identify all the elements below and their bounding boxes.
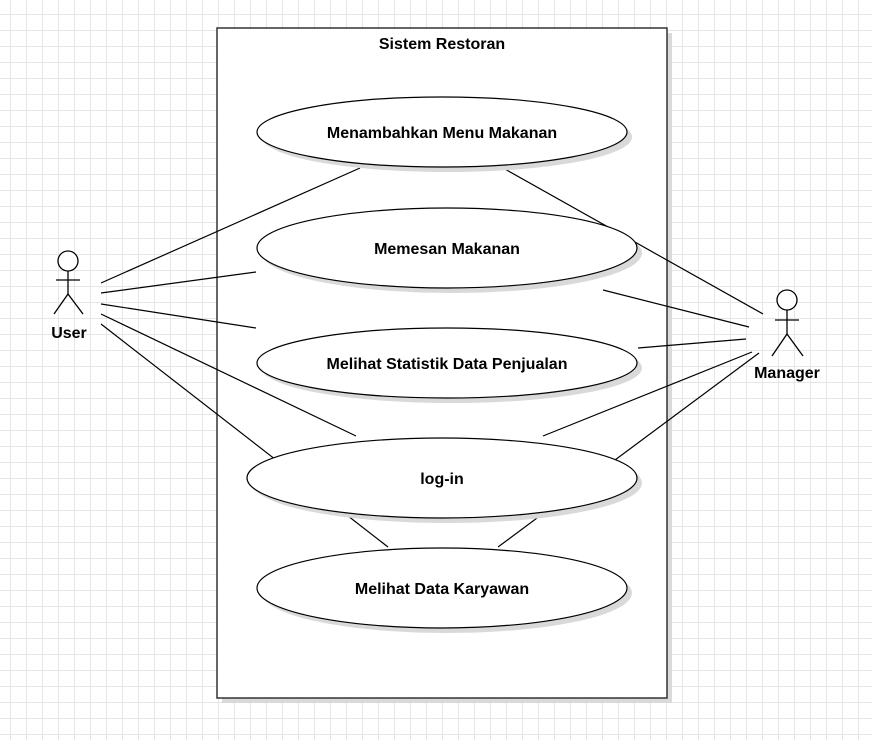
stick-figure-icon xyxy=(771,289,804,357)
use-case-ellipse xyxy=(246,437,638,519)
actor-user[interactable]: User xyxy=(51,250,87,342)
use-case-ellipse xyxy=(256,96,628,168)
association-manager-memesan[interactable] xyxy=(602,289,750,328)
use-case-melihat-data-karyawan[interactable]: Melihat Data Karyawan xyxy=(256,547,632,633)
association-manager-login[interactable] xyxy=(542,351,753,437)
use-case-ellipse xyxy=(256,207,638,289)
use-case-label: Memesan Makanan xyxy=(374,241,520,258)
use-case-label: log-in xyxy=(420,471,464,488)
use-case-label: Melihat Statistik Data Penjualan xyxy=(327,356,568,373)
use-case-label: Melihat Data Karyawan xyxy=(355,581,529,598)
association-manager-statistik[interactable] xyxy=(637,338,747,349)
use-case-memesan-makanan[interactable]: Memesan Makanan xyxy=(256,207,642,293)
association-user-memesan[interactable] xyxy=(100,271,257,294)
use-case-ellipse xyxy=(256,327,638,399)
use-case-log-in[interactable]: log-in xyxy=(246,437,642,523)
actor-label: User xyxy=(51,325,87,342)
use-case-ellipse xyxy=(256,547,628,629)
actor-label: Manager xyxy=(754,365,820,382)
use-case-melihat-statistik-data-penjualan[interactable]: Melihat Statistik Data Penjualan xyxy=(256,327,642,403)
association-user-login[interactable] xyxy=(100,313,357,437)
use-case-menambahkan-menu-makanan[interactable]: Menambahkan Menu Makanan xyxy=(256,96,632,172)
association-user-menambahkan-menu[interactable] xyxy=(100,167,361,284)
system-title: Sistem Restoran xyxy=(379,36,505,53)
stick-figure-icon xyxy=(53,250,84,315)
actor-manager[interactable]: Manager xyxy=(754,289,820,382)
use-case-label: Menambahkan Menu Makanan xyxy=(327,125,557,142)
association-user-statistik[interactable] xyxy=(100,303,257,329)
